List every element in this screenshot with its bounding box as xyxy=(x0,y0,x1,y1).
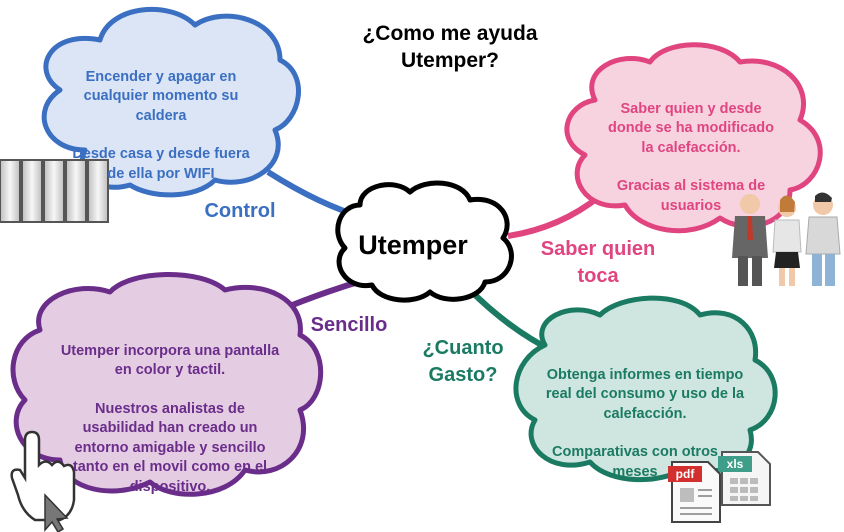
title-line2: Utemper? xyxy=(400,49,500,72)
sencillo-label: Sencillo xyxy=(310,314,388,336)
pdf-label: pdf xyxy=(676,467,696,481)
saber-label: Saber quien toca xyxy=(520,236,676,290)
sencillo-cloud xyxy=(10,272,324,497)
center-cloud xyxy=(335,180,514,303)
saber-text: Saber quien y desde donde se ha modifica… xyxy=(606,80,776,236)
gasto-label-line1: ¿Cuanto xyxy=(422,337,504,359)
radiator-icon xyxy=(0,159,109,223)
center-label: Utemper xyxy=(358,230,468,260)
control-text: Encender y apagar en cualquier momento s… xyxy=(66,48,256,204)
gasto-text: Obtenga informes en tiempo real del cons… xyxy=(545,346,745,502)
control-text-1: Encender y apagar en cualquier momento s… xyxy=(83,68,239,124)
gasto-text-2: Comparativas con otros meses xyxy=(552,444,718,480)
saber-text-2: Gracias al sistema de usuarios xyxy=(616,178,766,214)
sencillo-text-1: Utemper incorpora una pantalla en color … xyxy=(60,342,280,379)
control-label: Control xyxy=(204,200,276,222)
sencillo-text-2: Nuestros analistas de usabilidad han cre… xyxy=(72,400,268,495)
documents-icon: xls pdf xyxy=(668,451,771,523)
page-title: ¿Como me ayuda Utemper? xyxy=(330,20,570,74)
gasto-label: ¿Cuanto Gasto? xyxy=(408,335,518,389)
users-icon xyxy=(732,192,841,286)
control-text-2: Desde casa y desde fuera de ella por WIF… xyxy=(72,146,250,182)
xls-label: xls xyxy=(727,457,744,471)
gasto-text-1: Obtenga informes en tiempo real del cons… xyxy=(545,366,745,422)
saber-text-1: Saber quien y desde donde se ha modifica… xyxy=(608,100,774,156)
gasto-cloud xyxy=(513,295,778,483)
saber-connector xyxy=(507,193,602,239)
saber-cloud xyxy=(564,42,823,234)
sencillo-text: Utemper incorpora una pantalla en color … xyxy=(60,322,280,517)
title-line1: ¿Como me ayuda xyxy=(362,22,538,45)
hand-pointer-icon xyxy=(10,430,76,532)
saber-label-line2: toca xyxy=(577,265,619,287)
saber-label-line1: Saber quien xyxy=(540,238,656,260)
gasto-label-line2: Gasto? xyxy=(428,364,498,386)
